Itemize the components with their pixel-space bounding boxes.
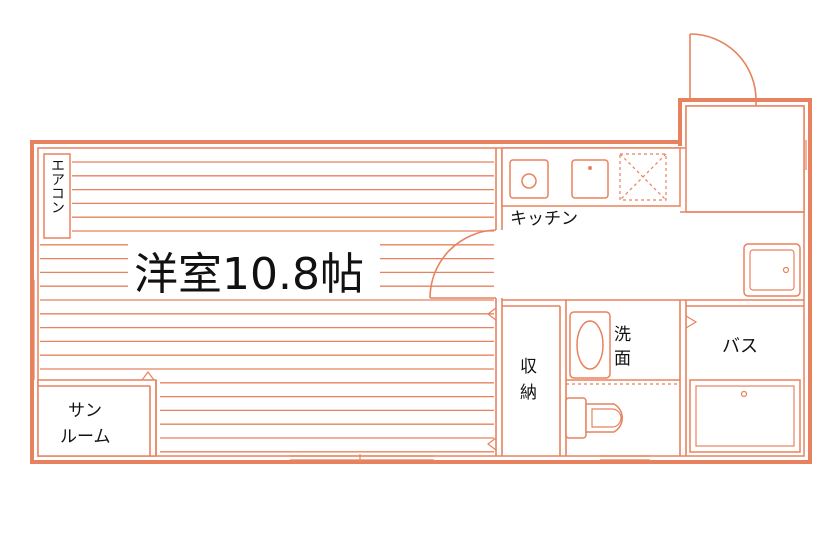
storage-label-line2: 納 <box>520 383 537 403</box>
sunroom: サン ルーム <box>37 379 157 457</box>
aircon-unit: エアコン <box>43 153 71 239</box>
aircon-label: エアコン <box>49 158 65 214</box>
entrance <box>680 33 811 213</box>
bath-label: バス <box>722 336 758 357</box>
washroom-label-line1: 洗 <box>614 325 631 345</box>
floor-hatching <box>40 161 494 453</box>
kitchen-label: キッチン <box>510 209 578 229</box>
washroom-label-line2: 面 <box>614 349 631 369</box>
washing-machine-pan <box>743 243 801 297</box>
wash-basin-icon <box>569 311 611 379</box>
storage-label-line1: 収 <box>520 357 537 377</box>
bathtub-icon <box>689 379 801 453</box>
sunroom-label-line2: ルーム <box>60 427 111 447</box>
fridge-space <box>619 153 667 201</box>
stove-icon <box>509 159 549 199</box>
sunroom-label-line1: サン <box>68 401 102 421</box>
bathroom: バス <box>685 299 804 453</box>
sink-icon <box>571 159 609 199</box>
kitchen-area: キッチン <box>501 147 681 229</box>
western-room-label: 洋室10.8帖 <box>134 249 364 300</box>
washroom-block: 洗 面 <box>565 299 687 461</box>
toilet-icon <box>565 397 623 439</box>
room-label-backdrop <box>128 242 380 298</box>
windows <box>33 280 497 462</box>
